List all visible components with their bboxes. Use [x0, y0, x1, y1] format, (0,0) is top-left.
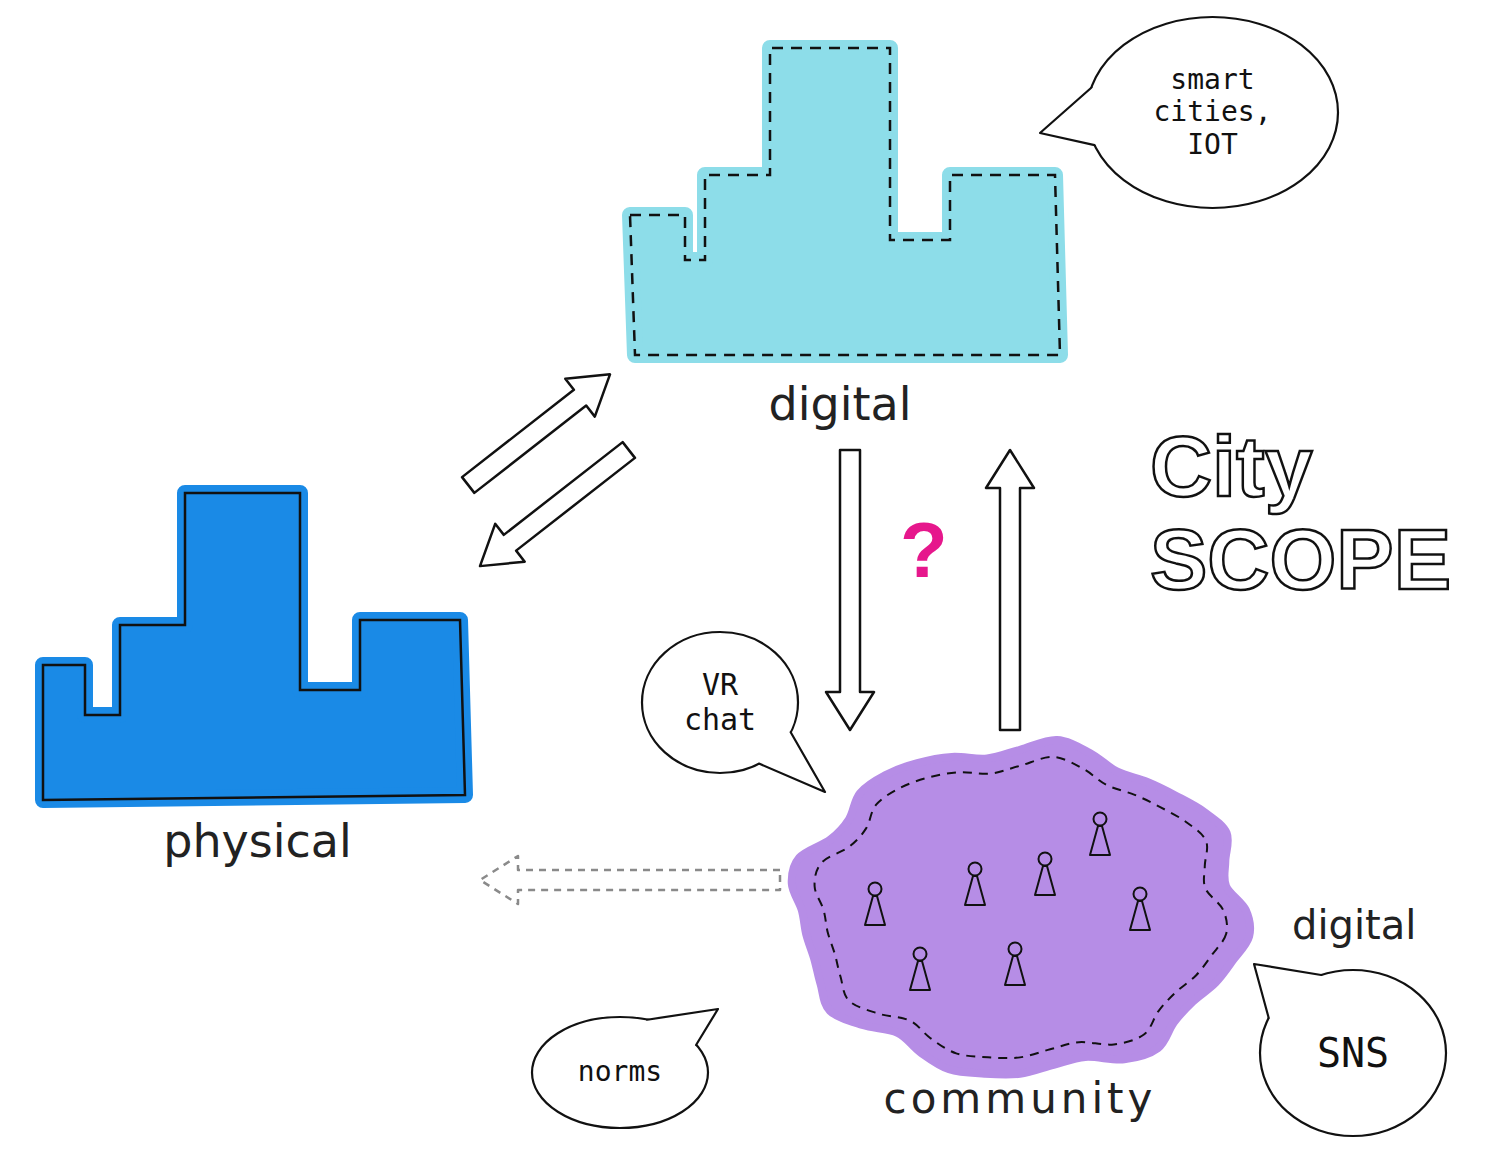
block-arrow: [826, 450, 874, 730]
speech-bubble: smart cities, IOT: [1085, 15, 1340, 210]
person-head: [1134, 888, 1147, 901]
speech-bubble: norms: [530, 1015, 710, 1130]
cloud-dashed-outline: [815, 757, 1227, 1058]
bubble-tail-fill: [642, 1009, 718, 1050]
title: City SCOPE: [1150, 420, 1480, 606]
person-head: [1094, 813, 1107, 826]
node-label: physical: [35, 815, 480, 868]
city-outline: [610, 40, 1070, 365]
callout-text: SNS: [1258, 968, 1448, 1138]
speech-bubble: SNS: [1258, 968, 1448, 1138]
question-mark: ?: [900, 505, 948, 596]
person-body: [865, 896, 885, 925]
speech-bubble: VR chat: [640, 630, 800, 775]
callout-text: VR chat: [640, 630, 800, 775]
block-arrow: [986, 450, 1034, 730]
person-body: [1130, 901, 1150, 930]
person-body: [1005, 956, 1025, 985]
people: [865, 813, 1150, 991]
person-body: [910, 961, 930, 990]
person-head: [969, 863, 982, 876]
bubble-tail-fill: [752, 727, 825, 792]
callout-text: smart cities, IOT: [1085, 15, 1340, 210]
node-label: community: [780, 1075, 1260, 1123]
person-body: [1035, 866, 1055, 895]
cloud-fill: [792, 740, 1250, 1075]
node-label: digital: [610, 378, 1070, 431]
community-cloud: communitydigital: [780, 730, 1260, 1130]
block-arrow: [480, 442, 635, 566]
bubble-tail: [647, 1009, 718, 1045]
bubble-tail-fill: [1040, 88, 1116, 145]
person-head: [914, 948, 927, 961]
person-body: [965, 876, 985, 905]
bubble-tail: [1254, 964, 1321, 1018]
city-outline: [630, 48, 1060, 355]
crayon-fill: [43, 493, 465, 800]
physical-city: physical: [35, 485, 480, 905]
crayon-fill: [630, 48, 1060, 355]
person-head: [869, 883, 882, 896]
callout-text: norms: [530, 1015, 710, 1130]
person-head: [1009, 943, 1022, 956]
city-outline: [43, 493, 465, 800]
bubble-tail: [759, 732, 825, 792]
bubble-tail: [1040, 88, 1095, 145]
node-label: digital: [1292, 902, 1462, 948]
person-body: [1090, 826, 1110, 855]
bubble-tail-fill: [1254, 964, 1327, 1024]
digital-city: digital: [610, 40, 1070, 450]
person-head: [1039, 853, 1052, 866]
block-arrow: [480, 856, 780, 904]
city-outline: [35, 485, 480, 805]
cloud-outline: [780, 730, 1260, 1090]
